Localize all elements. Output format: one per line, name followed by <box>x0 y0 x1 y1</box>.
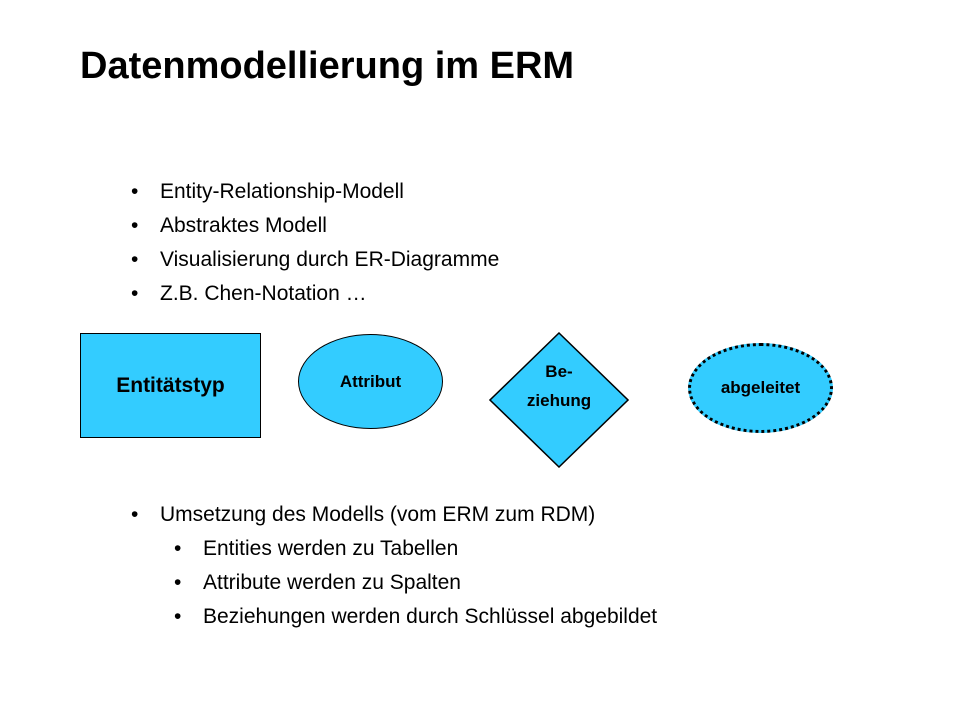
relationship-label-line1: Be- <box>545 362 573 381</box>
derived-attribute-label: abgeleitet <box>720 378 801 397</box>
bullet-item: • Visualisierung durch ER-Diagramme <box>131 243 500 277</box>
attribute-label: Attribut <box>339 371 402 391</box>
bullet-marker: • <box>131 282 139 305</box>
bullet-text: Umsetzung des Modells (vom ERM zum RDM) <box>160 503 596 526</box>
bullet-marker: • <box>131 180 139 203</box>
sub-bullet-item: • Attribute werden zu Spalten <box>160 566 657 600</box>
bullet-item: • Z.B. Chen-Notation … <box>131 277 499 311</box>
bullet-text: Z.B. Chen-Notation … <box>160 282 367 305</box>
bullet-item: • Entity-Relationship-Modell <box>131 175 499 209</box>
bullet-marker: • <box>131 503 139 526</box>
diamond-shape <box>489 332 629 468</box>
sub-bullet-text: Attribute werden zu Spalten <box>203 571 461 594</box>
entity-type-label: Entitätstyp <box>116 373 225 397</box>
sub-bullet-text: Beziehungen werden durch Schlüssel abgeb… <box>203 605 658 628</box>
bullet-text: Abstraktes Modell <box>160 214 327 237</box>
slide-title: Datenmodellierung im ERM <box>80 45 575 87</box>
sub-bullet-text: Entities werden zu Tabellen <box>203 537 459 560</box>
sub-bullet-item: • Entities werden zu Tabellen <box>160 532 657 566</box>
attribute-ellipse: Attribut <box>298 334 443 429</box>
bullet-marker: • <box>174 571 182 594</box>
intro-bullet-list: • Entity-Relationship-Modell • Abstraktes … <box>131 175 500 311</box>
bullet-item: • Abstraktes Modell <box>131 209 499 243</box>
bullet-text: Visualisierung durch ER-Diagramme <box>160 248 500 271</box>
derived-attribute-ellipse: abgeleitet <box>688 343 833 433</box>
bullet-marker: • <box>174 537 182 560</box>
bullet-text: Entity-Relationship-Modell <box>160 180 404 203</box>
mapping-bullet-list: • Umsetzung des Modells (vom ERM zum RDM)… <box>131 498 657 634</box>
relationship-label: Be- ziehung <box>489 357 629 415</box>
relationship-diamond: Be- ziehung <box>489 332 629 468</box>
bullet-item: • Umsetzung des Modells (vom ERM zum RDM) <box>131 498 657 532</box>
bullet-marker: • <box>174 605 182 628</box>
sub-bullet-item: • Beziehungen werden durch Schlüssel abge… <box>160 600 657 634</box>
entity-type-rectangle: Entitätstyp <box>80 333 261 438</box>
bullet-marker: • <box>131 248 139 271</box>
relationship-label-line2: ziehung <box>526 391 592 410</box>
bullet-marker: • <box>131 214 139 237</box>
